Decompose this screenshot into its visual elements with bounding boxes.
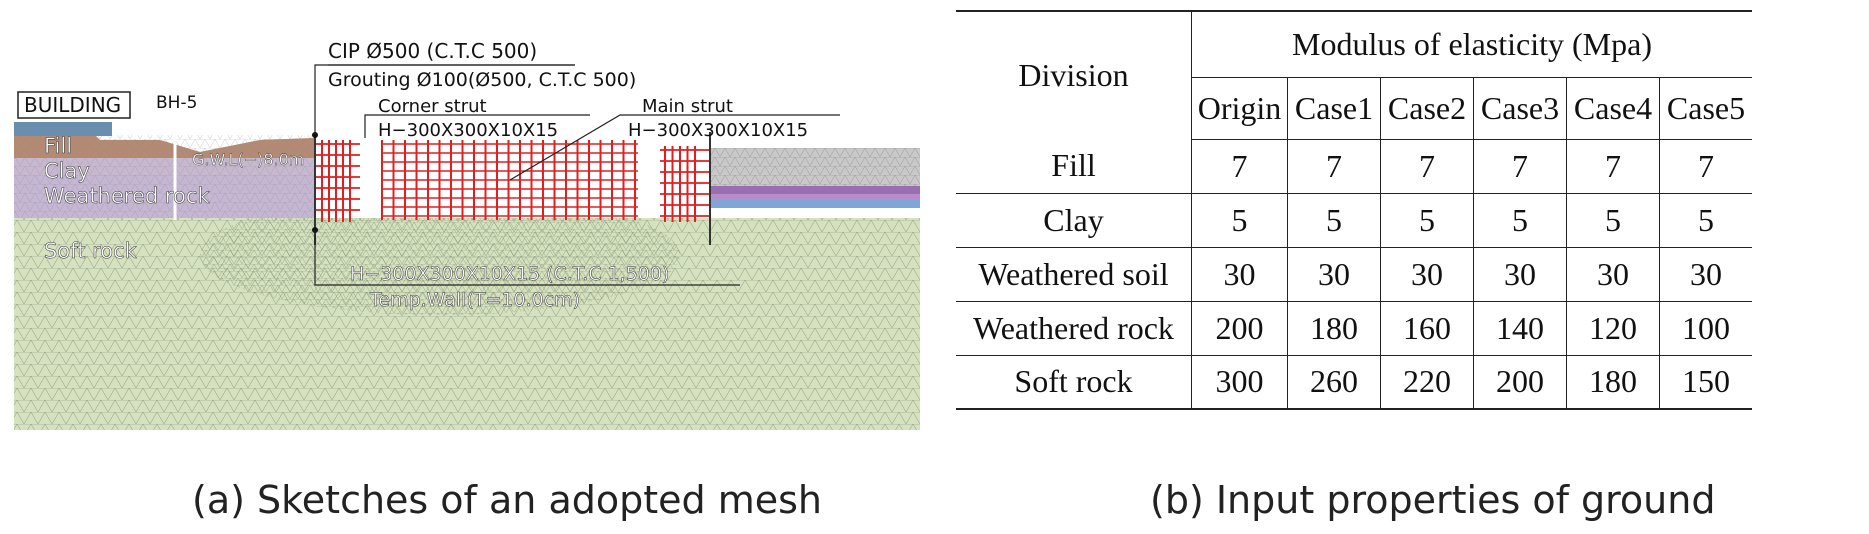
table-cell: 180	[1287, 301, 1381, 356]
table-cell: 160	[1380, 301, 1474, 356]
gwl-label: G.W.L(−)8.0m	[192, 150, 304, 169]
building-block	[14, 122, 112, 136]
table-cell: 30	[1566, 247, 1660, 302]
row-label: Clay	[956, 193, 1192, 248]
row-label: Fill	[956, 139, 1192, 194]
table-cell: 100	[1659, 301, 1752, 356]
table-cell: 5	[1473, 193, 1567, 248]
building-label: BUILDING	[24, 93, 121, 117]
building-label-box	[17, 91, 131, 119]
right-purple-layer	[710, 186, 920, 194]
corner-strut-section: H−300X300X10X15	[378, 120, 558, 141]
table-cell: 5	[1287, 193, 1381, 248]
table-cell: 220	[1380, 355, 1474, 410]
temp-wall-label: Temp.Wall(T=10.0cm)	[369, 289, 580, 311]
table-cell: 7	[1287, 139, 1381, 194]
table-cell: 260	[1287, 355, 1381, 410]
table-cell: 5	[1566, 193, 1660, 248]
grouting-label: Grouting Ø100(Ø500, C.T.C 500)	[328, 69, 636, 91]
table-cell: 30	[1659, 247, 1752, 302]
figure-b-caption: (b) Input properties of ground	[1150, 478, 1716, 522]
right-blue-layer	[710, 200, 920, 208]
row-label: Weathered rock	[956, 301, 1192, 356]
column-header-case3: Case3	[1473, 77, 1567, 140]
figure-a-caption: (a) Sketches of an adopted mesh	[192, 478, 822, 522]
column-header-case4: Case4	[1566, 77, 1660, 140]
table-cell: 30	[1287, 247, 1381, 302]
table-cell: 30	[1380, 247, 1474, 302]
table-cell: 120	[1566, 301, 1660, 356]
table-cell: 200	[1473, 355, 1567, 410]
table-cell: 7	[1473, 139, 1567, 194]
row-label: Soft rock	[956, 355, 1192, 410]
table-cell: 30	[1191, 247, 1288, 302]
table-cell: 150	[1659, 355, 1752, 410]
table-cell: 140	[1473, 301, 1567, 356]
column-header-case1: Case1	[1287, 77, 1381, 140]
table-cell: 200	[1191, 301, 1288, 356]
borehole-label: BH-5	[156, 93, 197, 113]
table-cell: 7	[1659, 139, 1752, 194]
row-label: Weathered soil	[956, 247, 1192, 302]
weathered-rock-label: Weathered rock	[44, 184, 210, 208]
h-pile-label: H−300X300X10X15 (C.T.C 1,500)	[350, 263, 669, 285]
column-header-case5: Case5	[1659, 77, 1752, 140]
main-strut-section: H−300X300X10X15	[628, 120, 808, 141]
cip-label: CIP Ø500 (C.T.C 500)	[328, 40, 537, 63]
ground-properties-table: Division Modulus of elasticity (Mpa) Ori…	[956, 10, 1752, 410]
table-cell: 5	[1659, 193, 1752, 248]
division-header: Division	[956, 10, 1192, 139]
table-cell: 5	[1380, 193, 1474, 248]
fill-label: Fill	[44, 134, 72, 158]
mesh-sketch: BUILDING BH-5 CIP Ø500 (C.T.C 500) Grout…	[10, 39, 925, 470]
clay-label: Clay	[44, 159, 90, 183]
excavation	[315, 132, 710, 218]
table-cell: 5	[1191, 193, 1288, 248]
table-cell: 180	[1566, 355, 1660, 410]
strut-system	[315, 140, 710, 222]
table-cell: 30	[1473, 247, 1567, 302]
main-strut-label: Main strut	[642, 96, 733, 117]
table-cell: 7	[1191, 139, 1288, 194]
modulus-group-header: Modulus of elasticity (Mpa)	[1191, 10, 1752, 78]
table-cell: 7	[1380, 139, 1474, 194]
table-cell: 300	[1191, 355, 1288, 410]
column-header-origin: Origin	[1191, 77, 1288, 140]
mesh-drawing: BUILDING BH-5 CIP Ø500 (C.T.C 500) Grout…	[14, 39, 920, 430]
column-header-case2: Case2	[1380, 77, 1474, 140]
soft-rock-label: Soft rock	[44, 239, 138, 263]
corner-strut-label: Corner strut	[378, 96, 487, 117]
table-cell: 7	[1566, 139, 1660, 194]
